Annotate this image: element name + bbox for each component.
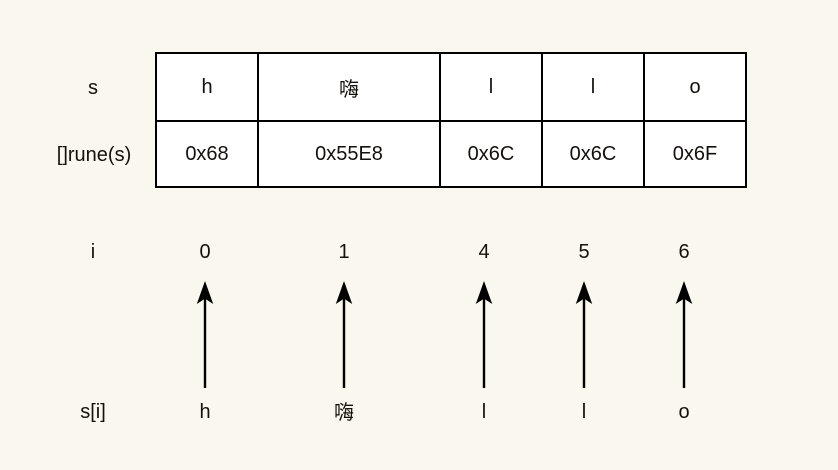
rune-table: h 嗨 l l o 0x68 0x55E8 0x6C 0x6C 0x6F [155, 52, 747, 188]
index-value-1: 1 [338, 241, 350, 263]
table-cell-char-3: l [541, 52, 645, 122]
indexed-char-4: o [678, 401, 690, 423]
arrow-up-icon-2 [475, 281, 493, 388]
table-cell-char-0: h [155, 52, 259, 122]
row-label-index: i [90, 241, 96, 263]
table-cell-rune-0: 0x68 [155, 120, 259, 188]
row-label-string: s [88, 77, 98, 99]
table-cell-rune-2: 0x6C [439, 120, 543, 188]
indexed-char-3: l [581, 401, 587, 423]
arrow-up-icon-1 [335, 281, 353, 388]
row-label-indexed-char: s[i] [80, 401, 106, 423]
table-cell-rune-3: 0x6C [541, 120, 645, 188]
indexed-char-0: h [199, 401, 211, 423]
index-value-2: 4 [478, 241, 490, 263]
arrow-up-icon-0 [196, 281, 214, 388]
table-row-characters: h 嗨 l l o [155, 52, 747, 122]
table-cell-char-2: l [439, 52, 543, 122]
indexed-char-1: 嗨 [334, 400, 354, 424]
arrow-up-icon-4 [675, 281, 693, 388]
arrow-up-icon-3 [575, 281, 593, 388]
table-cell-rune-1: 0x55E8 [257, 120, 441, 188]
row-label-rune-slice: []rune(s) [56, 144, 132, 166]
table-cell-char-1: 嗨 [257, 52, 441, 122]
index-value-0: 0 [199, 241, 211, 263]
table-cell-rune-4: 0x6F [643, 120, 747, 188]
indexed-char-2: l [481, 401, 487, 423]
table-cell-char-4: o [643, 52, 747, 122]
index-value-4: 6 [678, 241, 690, 263]
table-row-runes: 0x68 0x55E8 0x6C 0x6C 0x6F [155, 120, 747, 188]
index-value-3: 5 [578, 241, 590, 263]
